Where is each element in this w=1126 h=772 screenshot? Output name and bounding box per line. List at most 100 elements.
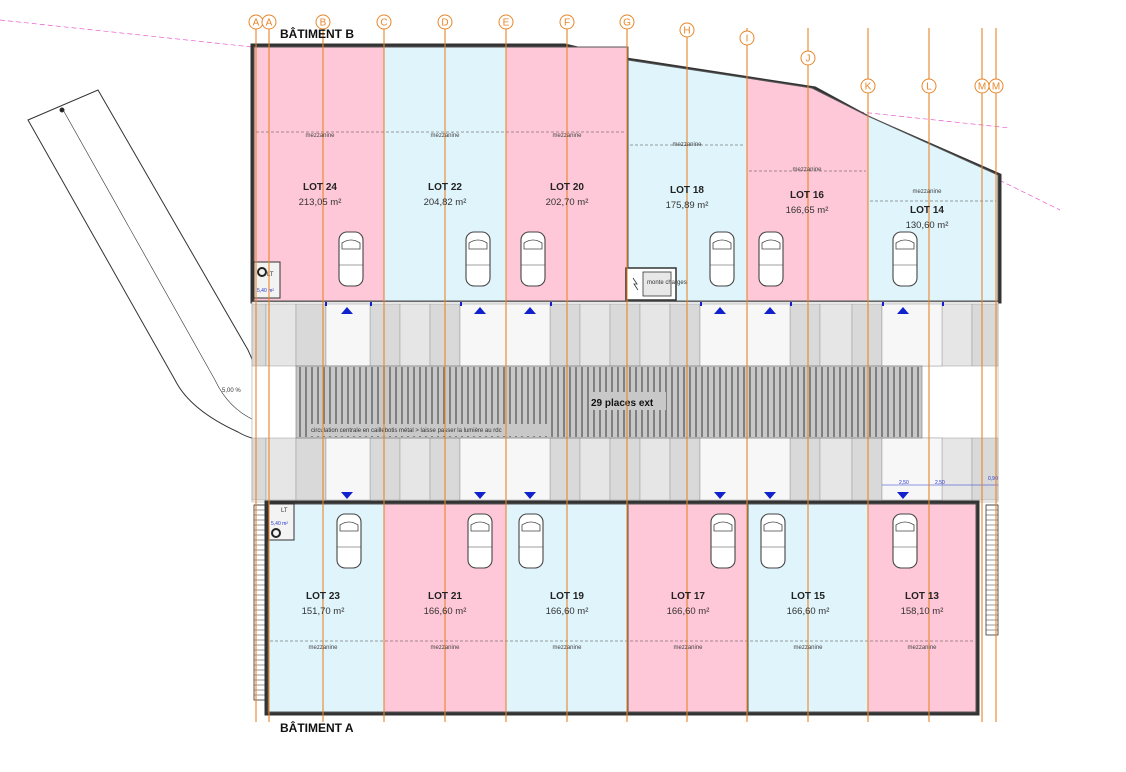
entry-arrow-bottom-1: [474, 492, 486, 499]
grid-axis-bubble-8: [679, 22, 695, 38]
bottom-bay-1: [459, 437, 551, 501]
parked-car-icon-1: [465, 231, 491, 287]
entry-arrow-bottom-4: [764, 492, 776, 499]
lot-13-area[interactable]: [867, 503, 977, 713]
grid-axis-label-4: D: [441, 18, 448, 29]
bottom-stall-24: [971, 437, 999, 501]
building-a-title: BÂTIMENT A: [280, 720, 354, 735]
bottom-stall-0: [251, 437, 267, 501]
dim-label-2: 2,50: [935, 480, 945, 486]
parked-car-icon-11: [892, 513, 918, 569]
bottom_lots-lot-name-4: LOT 15: [791, 591, 825, 602]
dim-label-1: 2,50: [899, 480, 909, 486]
top-stall-1: [265, 303, 297, 367]
lt-bottom-label: LT: [281, 508, 288, 514]
circulation-label-bg: [308, 424, 548, 436]
parked-car-icon-8: [518, 513, 544, 569]
lt-top-area: 5,40 m²: [257, 288, 274, 294]
bottom-stall-18: [789, 437, 821, 501]
top_lots-lot-name-0: LOT 24: [303, 182, 337, 193]
top-stall-18: [789, 303, 821, 367]
grid-axis-bubble-12: [921, 78, 937, 94]
grid-axis-bubble-9: [739, 30, 755, 46]
left-stair-frame: [253, 504, 267, 701]
grid-axis-label-12: L: [926, 82, 932, 93]
grid-axis-label-1: A: [266, 18, 273, 29]
top-stall-2: [295, 303, 327, 367]
top-stall-10: [549, 303, 581, 367]
bottom_lots-lot-area-5: 158,10 m²: [901, 606, 944, 617]
bottom-stall-12: [609, 437, 641, 501]
parked-car-icon-6: [336, 513, 362, 569]
circulation-note: circulation centrale en caillebotis méta…: [311, 428, 502, 434]
bottom_lots-lot-mezz-2: mezzanine: [552, 645, 582, 651]
door-mark-5: [790, 302, 792, 306]
parking-count-label: 29 places ext: [591, 398, 654, 409]
door-mark-6: [882, 302, 884, 306]
top_lots-lot-name-4: LOT 16: [790, 190, 824, 201]
bottom-bay-2: [699, 437, 791, 501]
top-bay-2: [699, 303, 791, 367]
bottom-stall-5: [399, 437, 431, 501]
bottom_lots-lot-name-2: LOT 19: [550, 591, 584, 602]
grid-axis-bubble-14: [988, 78, 1004, 94]
top_lots-lot-name-1: LOT 22: [428, 182, 462, 193]
top_lots-lot-area-5: 130,60 m²: [906, 220, 949, 231]
parked-car-icon-10: [760, 513, 786, 569]
entry-arrow-top-4: [764, 307, 776, 314]
top-stall-12: [609, 303, 641, 367]
building-a-lots: [267, 503, 977, 713]
entry-arrow-bottom-3: [714, 492, 726, 499]
door-mark-4: [700, 302, 702, 306]
bottom_lots-lot-mezz-3: mezzanine: [673, 645, 703, 651]
grid-axis-bubble-7: [619, 14, 635, 30]
grid-axis-label-14: M: [992, 82, 1000, 93]
entry-arrow-top-0: [341, 307, 353, 314]
lt-room-bottom: LT 5,40 m²: [267, 503, 295, 541]
lt-room-top: LT 5,40 m²: [253, 261, 281, 299]
top_lots-lot-name-5: LOT 14: [910, 205, 944, 216]
parked-car-icon-0: [338, 231, 364, 287]
entry-arrow-top-5: [897, 307, 909, 314]
grid-axis-label-8: H: [683, 26, 690, 37]
grid-axis-bubble-4: [437, 14, 453, 30]
top-stall-24: [971, 303, 999, 367]
bottom-stall-14: [669, 437, 701, 501]
grid-axis-label-10: J: [806, 54, 811, 65]
entry-arrow-top-3: [714, 307, 726, 314]
bottom_lots-lot-area-0: 151,70 m²: [302, 606, 345, 617]
top_lots-lot-area-4: 166,65 m²: [786, 205, 829, 216]
grid-axis-bubble-10: [800, 50, 816, 66]
top-bay-1: [459, 303, 551, 367]
bottom-stall-13: [639, 437, 671, 501]
grid-axis-bubble-11: [860, 78, 876, 94]
parked-car-icon-7: [467, 513, 493, 569]
lt-bottom-area: 5,40 m²: [271, 521, 288, 527]
entry-arrow-bottom-2: [524, 492, 536, 499]
bottom_lots-lot-area-4: 166,60 m²: [787, 606, 830, 617]
top-stall-19: [819, 303, 853, 367]
top_lots-lot-area-3: 175,89 m²: [666, 200, 709, 211]
grid-axis-label-7: G: [623, 18, 631, 29]
grid-axis-label-5: E: [503, 18, 510, 29]
parked-car-icon-2: [520, 231, 546, 287]
grid-axis-label-0: A: [253, 18, 260, 29]
dim-label-3: 0,90: [988, 476, 998, 482]
lt-top-label: LT: [267, 272, 274, 278]
top-stall-13: [639, 303, 671, 367]
top_lots-lot-name-2: LOT 20: [550, 182, 584, 193]
door-mark-7: [942, 302, 944, 306]
grid-axis-label-6: F: [564, 18, 570, 29]
top_lots-lot-name-3: LOT 18: [670, 185, 704, 196]
parking-zone: 29 places ext circulation centrale en ca…: [251, 301, 999, 503]
grid-axis-bubble-3: [376, 14, 392, 30]
top-stall-0: [251, 303, 267, 367]
grid-axis-label-2: B: [320, 18, 327, 29]
entry-arrow-top-1: [474, 307, 486, 314]
entry-arrow-top-2: [524, 307, 536, 314]
grid-axis-bubble-1: [261, 14, 277, 30]
building-b-lots: [253, 46, 999, 302]
parked-car-icon-4: [758, 231, 784, 287]
top_lots-lot-mezz-3: mezzanine: [672, 142, 702, 148]
top_lots-lot-mezz-1: mezzanine: [430, 133, 460, 139]
